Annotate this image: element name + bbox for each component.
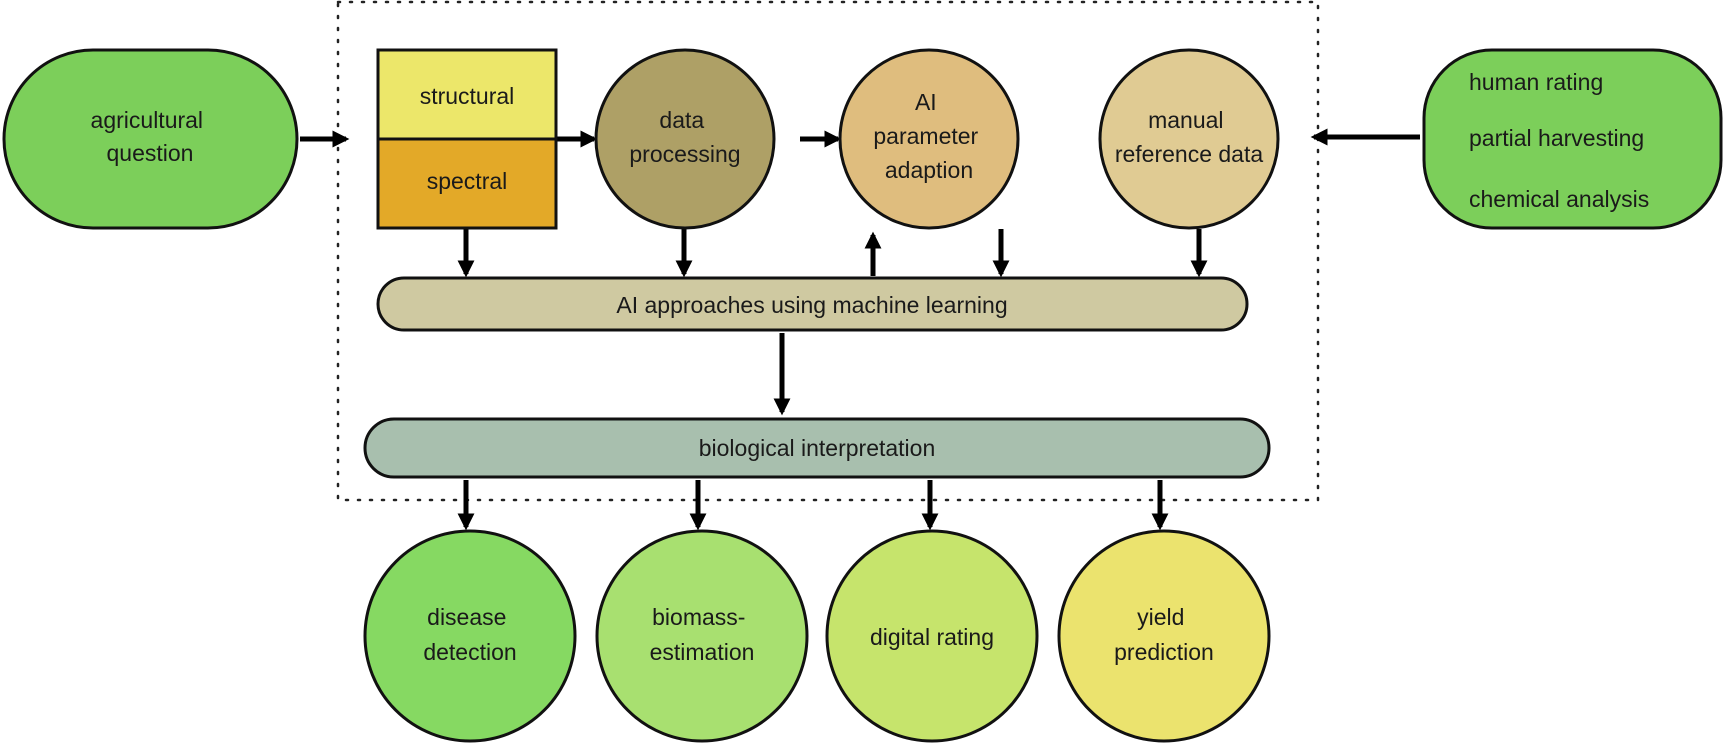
node-data-processing: data processing — [594, 48, 776, 230]
yield-prediction-label: yield prediction — [1114, 604, 1214, 665]
node-digital-rating: digital rating — [825, 529, 1039, 743]
node-yield-prediction: yield prediction — [1057, 529, 1271, 743]
disease-detection-label: disease detection — [423, 604, 516, 665]
node-reference-sources: human rating partial harvesting chemical… — [1422, 48, 1723, 230]
agricultural-question-shape — [2, 48, 299, 230]
node-ai-parameter-adaption: AI parameter adaption — [838, 48, 1020, 230]
digital-rating-shape — [825, 529, 1039, 743]
node-biological-interpretation: biological interpretation — [363, 417, 1271, 479]
biological-interpretation-shape — [363, 417, 1271, 479]
ai-approaches-shape — [376, 276, 1249, 332]
connector-arrows — [300, 128, 1420, 531]
yield-prediction-shape — [1057, 529, 1271, 743]
node-sensor-data: structural spectral — [376, 48, 558, 230]
node-biomass-estimation: biomass- estimation — [595, 529, 809, 743]
reference-sources-shape — [1422, 48, 1723, 230]
data-processing-label: data processing — [629, 107, 740, 167]
structural-label: structural — [420, 83, 515, 109]
biological-interpretation-label: biological interpretation — [699, 435, 936, 461]
ai-parameter-adaption-shape — [838, 48, 1020, 230]
agricultural-question-label: agricultural question — [91, 107, 210, 166]
node-ai-approaches: AI approaches using machine learning — [376, 276, 1249, 332]
reference-sources-label: human rating partial harvesting chemical… — [1469, 69, 1651, 212]
node-agricultural-question: agricultural question — [2, 48, 299, 230]
spectral-box — [376, 137, 558, 230]
ai-approaches-label: AI approaches using machine learning — [616, 292, 1007, 318]
digital-rating-label: digital rating — [870, 624, 994, 650]
spectral-label: spectral — [427, 168, 508, 194]
biomass-estimation-label: biomass- estimation — [650, 604, 755, 665]
node-manual-reference-data: manual reference data — [1098, 48, 1280, 230]
node-disease-detection: disease detection — [363, 529, 577, 743]
data-processing-shape — [594, 48, 776, 230]
disease-detection-shape — [363, 529, 577, 743]
manual-reference-data-label: manual reference data — [1115, 107, 1264, 167]
manual-reference-data-shape — [1098, 48, 1280, 230]
biomass-estimation-shape — [595, 529, 809, 743]
ai-parameter-adaption-label: AI parameter adaption — [873, 89, 984, 183]
system-boundary — [336, 0, 1320, 502]
